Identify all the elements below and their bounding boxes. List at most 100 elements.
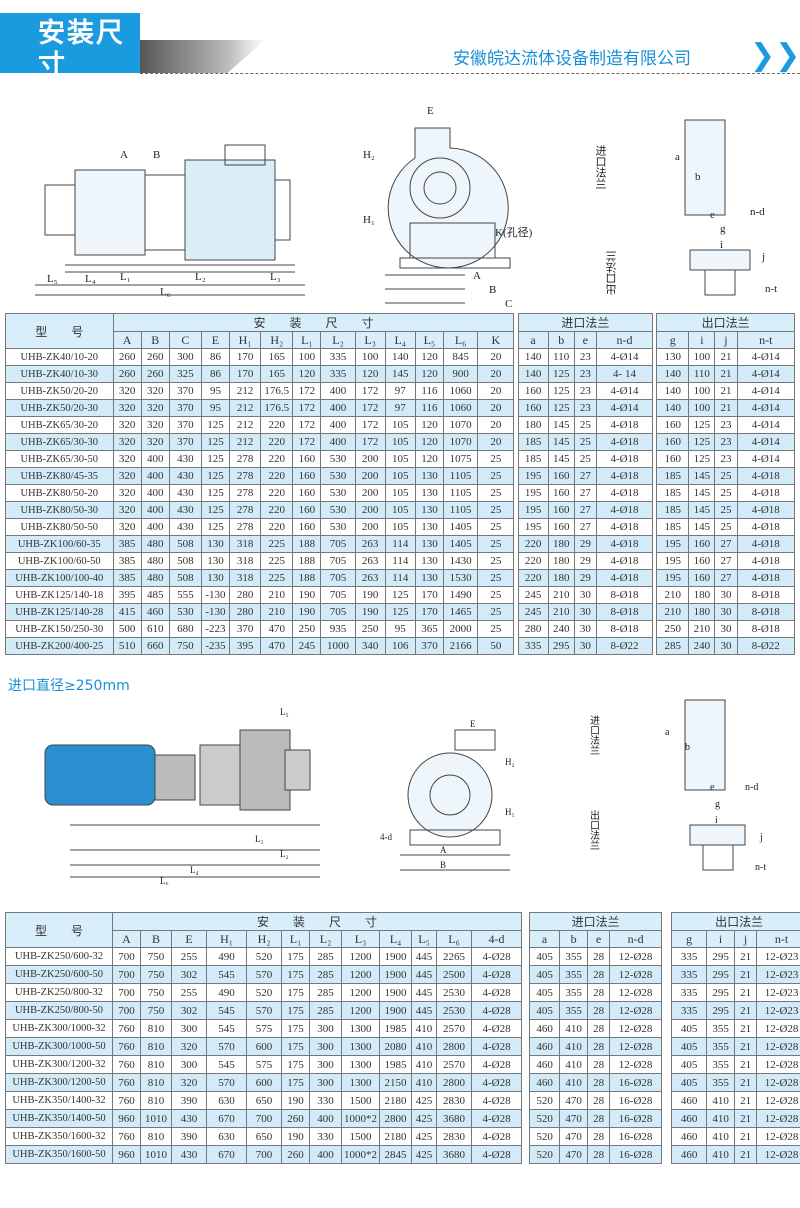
table-cell: 100 — [688, 382, 716, 400]
dim-label: a — [665, 727, 670, 738]
table-cell: 4-Ø18 — [736, 535, 796, 553]
dim-label: a — [675, 151, 680, 163]
gap — [652, 586, 657, 604]
table-cell: 27 — [714, 569, 738, 587]
table-cell: 145 — [688, 518, 716, 536]
table-cell: 410 — [559, 1019, 589, 1038]
model-cell: UHB-ZK300/1000-50 — [5, 1037, 113, 1056]
dim-label: b — [695, 171, 701, 183]
table-cell: 285 — [309, 965, 342, 984]
column-header: n-d — [595, 331, 654, 349]
gap — [513, 399, 518, 417]
table-cell: 125 — [200, 416, 231, 434]
table-cell: 415 — [112, 603, 142, 621]
column-header: L₁ — [292, 331, 322, 349]
table-cell: 400 — [320, 382, 356, 400]
table-cell: 1500 — [341, 1127, 380, 1146]
table-cell: 278 — [229, 467, 262, 485]
table-cell: 8-Ø18 — [736, 603, 796, 621]
table-cell: 460 — [140, 603, 170, 621]
table-cell: 600 — [246, 1073, 282, 1092]
table-cell: 810 — [140, 1055, 172, 1074]
dim-label: 4-d — [380, 832, 392, 842]
table-cell: 28 — [587, 947, 611, 966]
table-cell: 25 — [477, 569, 515, 587]
table-cell: 1405 — [442, 535, 479, 553]
table-cell: 480 — [140, 569, 170, 587]
table-cell: 21 — [734, 1145, 758, 1164]
table-cell: 140 — [517, 365, 549, 383]
table-cell: 300 — [168, 348, 202, 366]
table-cell: 530 — [320, 450, 356, 468]
table-cell: 172 — [292, 416, 322, 434]
table-cell: 245 — [292, 637, 322, 655]
table-cell: 4-Ø28 — [470, 983, 523, 1002]
table-cell: 320 — [112, 450, 142, 468]
table-cell: 960 — [112, 1109, 141, 1128]
table-cell: 28 — [587, 1073, 611, 1092]
table-cell: 172 — [354, 382, 386, 400]
column-header: L₃ — [341, 930, 380, 948]
table-cell: 263 — [354, 535, 386, 553]
table-cell: 1000*2 — [341, 1109, 380, 1128]
table-cell: 195 — [656, 535, 690, 553]
table-cell: 250 — [656, 620, 690, 638]
table-cell: 320 — [112, 399, 142, 417]
table-cell: 390 — [171, 1127, 207, 1146]
table-cell: 8-Ø18 — [736, 586, 796, 604]
table-cell: 12-Ø28 — [756, 1037, 800, 1056]
model-cell: UHB-ZK65/30-30 — [5, 433, 114, 451]
table-cell: 1465 — [442, 603, 479, 621]
table-cell: 12-Ø23 — [756, 1001, 800, 1020]
table-cell: 12-Ø28 — [756, 1019, 800, 1038]
table-cell: 220 — [260, 467, 294, 485]
table-cell: 180 — [547, 569, 575, 587]
table-cell: 385 — [112, 535, 142, 553]
table-cell: 23 — [573, 399, 597, 417]
table-cell: 105 — [384, 501, 416, 519]
dim-label: H₁ — [363, 214, 375, 226]
model-cell: UHB-ZK250/600-50 — [5, 965, 113, 984]
table-cell: 110 — [547, 348, 575, 366]
table-cell: 220 — [260, 518, 294, 536]
table-cell: 370 — [414, 637, 445, 655]
table-cell: 4-Ø14 — [736, 348, 796, 366]
table-cell: 100 — [354, 348, 386, 366]
table-cell: 2800 — [436, 1073, 472, 1092]
table-cell: 105 — [384, 433, 416, 451]
table-cell: 280 — [229, 586, 262, 604]
table-cell: 125 — [547, 365, 575, 383]
gap — [652, 365, 657, 383]
model-cell: UHB-ZK350/1400-50 — [5, 1109, 113, 1128]
table-cell: 175 — [281, 965, 310, 984]
gap — [661, 912, 672, 948]
table-cell: 2570 — [436, 1055, 472, 1074]
table-cell: 125 — [688, 433, 716, 451]
table-cell: 12-Ø28 — [609, 1055, 663, 1074]
table-cell: 114 — [384, 552, 416, 570]
table-cell: 335 — [320, 348, 356, 366]
table-cell: 4-Ø14 — [595, 399, 654, 417]
table-cell: 935 — [320, 620, 356, 638]
inlet-flange-label: 进口法兰 — [588, 715, 600, 755]
table-cell: 2830 — [436, 1127, 472, 1146]
dim-label: B — [489, 284, 496, 296]
dim-label: H₁ — [505, 807, 515, 817]
table-cell: 320 — [112, 484, 142, 502]
table-cell: 545 — [206, 965, 247, 984]
outlet-flange-label: 出口法兰 — [588, 809, 600, 850]
dim-label: n-d — [750, 206, 765, 218]
table-cell: 165 — [260, 365, 294, 383]
table-cell: 1500 — [341, 1091, 380, 1110]
table-cell: 460 — [529, 1055, 561, 1074]
table-cell: 160 — [292, 467, 322, 485]
table-cell: -235 — [200, 637, 231, 655]
table-cell: 190 — [281, 1091, 310, 1110]
table-cell: 4-Ø18 — [736, 518, 796, 536]
table-cell: 1105 — [442, 484, 479, 502]
table-cell: 2166 — [442, 637, 479, 655]
